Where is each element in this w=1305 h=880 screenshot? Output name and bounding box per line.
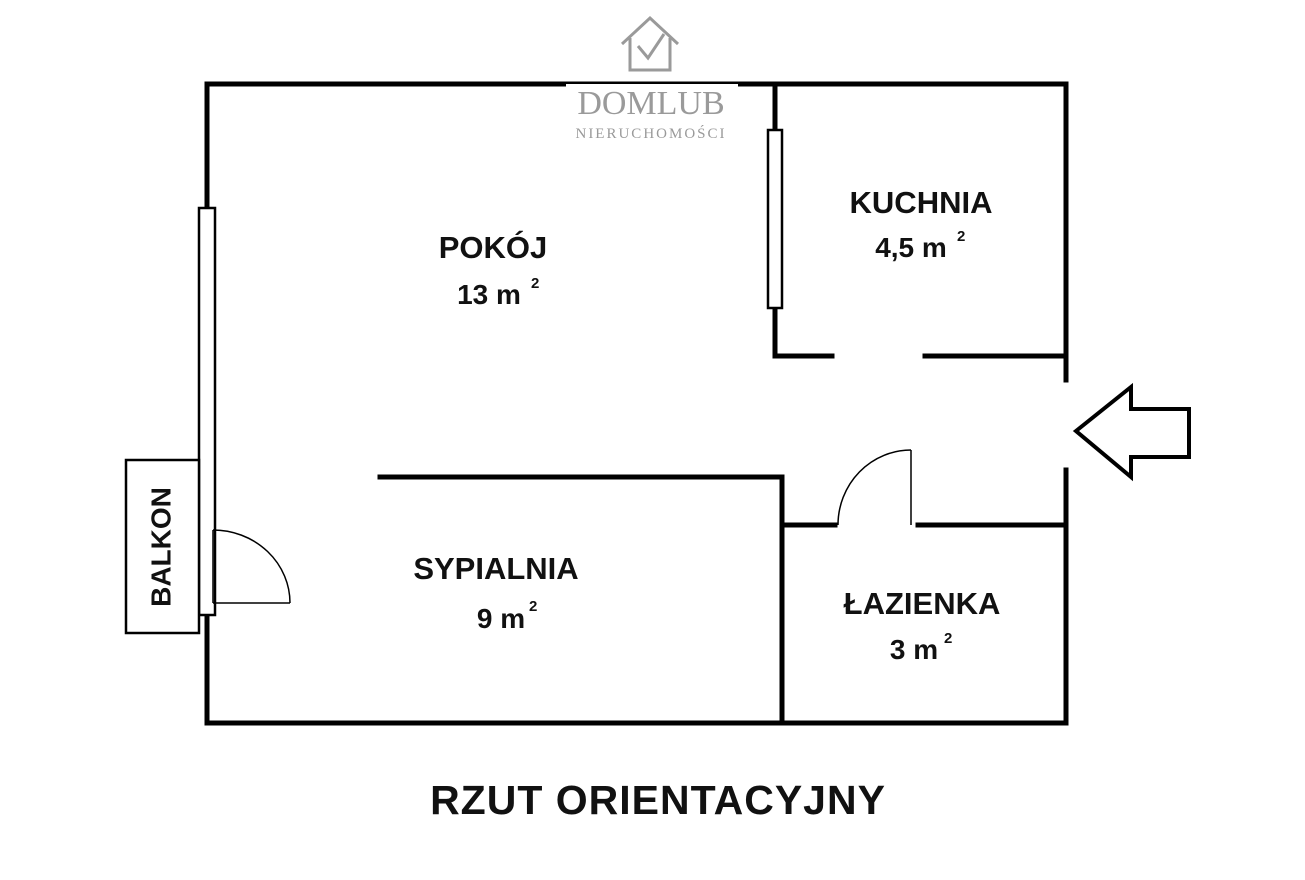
room-area-kuchnia: 4,5 m	[875, 232, 947, 263]
plan-title: RZUT ORIENTACYJNY	[430, 777, 886, 823]
room-area-pokoj: 13 m	[457, 279, 521, 310]
room-name-kuchnia: KUCHNIA	[850, 185, 993, 220]
window-kitchen	[766, 128, 784, 310]
bathroom-door	[837, 449, 912, 526]
room-area-sypialnia: 9 m	[477, 603, 525, 634]
window-living-left	[197, 206, 217, 617]
room-name-sypialnia: SYPIALNIA	[413, 551, 578, 586]
house-check-icon	[620, 15, 680, 72]
room-area-sup-pokoj: 2	[531, 275, 539, 292]
entrance-arrow-icon	[1072, 382, 1191, 482]
logo-subtitle: NIERUCHOMOŚCI	[575, 125, 726, 142]
logo: DOMLUB NIERUCHOMOŚCI	[566, 15, 738, 142]
room-name-lazienka: ŁAZIENKA	[844, 586, 1001, 621]
room-name-pokoj: POKÓJ	[439, 229, 548, 265]
room-area-sup-lazienka: 2	[944, 630, 952, 647]
balcony-door	[212, 529, 291, 604]
walls	[204, 81, 1069, 726]
room-area-sup-sypialnia: 2	[529, 598, 537, 615]
logo-backdrop	[566, 84, 738, 90]
room-area-lazienka: 3 m	[890, 634, 938, 665]
balcony-label: BALKON	[145, 487, 176, 607]
balcony	[124, 458, 201, 635]
room-area-sup-kuchnia: 2	[957, 228, 965, 245]
logo-name: DOMLUB	[577, 85, 724, 122]
